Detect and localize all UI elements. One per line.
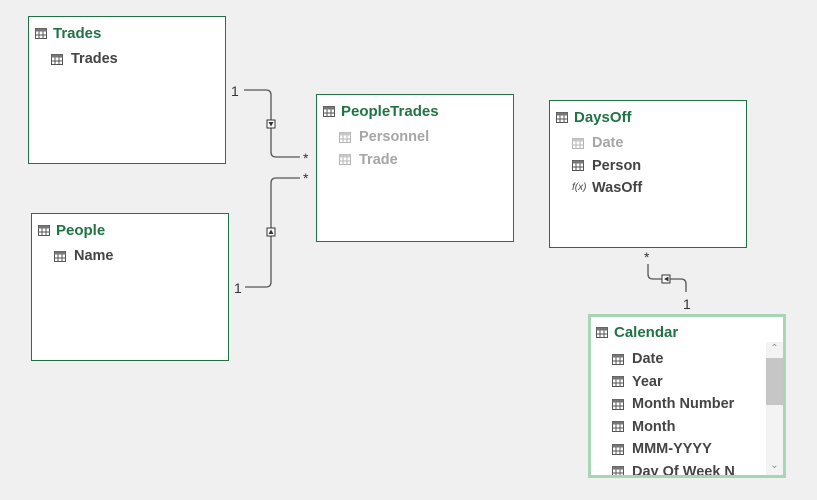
cardinality-one-label: 1 — [683, 296, 691, 312]
field-list: Date Year Month Number Month MMM-YYYY Da… — [612, 348, 735, 478]
table-column-icon — [51, 53, 63, 65]
field-label: Trades — [71, 51, 118, 68]
field-label: Trade — [359, 151, 398, 168]
field-label: Date — [632, 351, 664, 368]
table-column-icon — [339, 131, 351, 143]
field-label: Person — [592, 157, 642, 174]
table-card-trades[interactable]: Trades Trades — [28, 16, 226, 164]
field-list: Date Person f(x) WasOff — [572, 132, 642, 200]
field-list: Name — [54, 245, 114, 268]
field-row[interactable]: Personnel — [339, 126, 429, 149]
cardinality-one-label: 1 — [234, 280, 242, 296]
table-column-icon — [612, 398, 624, 410]
table-icon — [38, 224, 50, 236]
cardinality-many-label: * — [644, 249, 650, 265]
cardinality-many-label: * — [303, 150, 309, 166]
relationship-trades-peopletrades[interactable] — [244, 89, 300, 158]
table-card-people[interactable]: People Name — [31, 213, 229, 361]
table-column-icon — [339, 154, 351, 166]
field-label: Date — [592, 135, 624, 152]
calculated-column-icon: f(x) — [572, 182, 587, 194]
field-label: Name — [74, 248, 114, 265]
table-column-icon — [612, 376, 624, 388]
field-row[interactable]: Month — [612, 416, 735, 439]
table-column-icon — [572, 160, 584, 172]
field-label: MMM-YYYY — [632, 441, 712, 458]
table-column-icon — [612, 443, 624, 455]
field-row[interactable]: Month Number — [612, 393, 735, 416]
table-title: Calendar — [614, 323, 679, 341]
scroll-up-arrow-icon[interactable]: ⌃ — [770, 343, 779, 354]
field-row[interactable]: Person — [572, 155, 642, 178]
relationship-people-peopletrades[interactable] — [245, 177, 300, 288]
cardinality-many-label: * — [303, 170, 309, 186]
table-card-header[interactable]: Calendar — [596, 322, 678, 342]
table-column-icon — [612, 466, 624, 475]
field-label: Month Number — [632, 396, 735, 413]
field-label: Month — [632, 418, 676, 435]
field-row[interactable]: Date — [612, 348, 735, 371]
table-title: People — [56, 221, 106, 239]
table-icon — [596, 326, 608, 338]
field-label: Personnel — [359, 129, 430, 146]
cardinality-one-label: 1 — [231, 83, 239, 99]
table-column-icon — [54, 250, 66, 262]
field-row[interactable]: Date — [572, 132, 642, 155]
table-icon — [323, 105, 335, 117]
table-title: DaysOff — [574, 108, 632, 126]
table-card-daysoff[interactable]: DaysOff Date Person f(x) WasOff — [549, 100, 747, 248]
field-row[interactable]: Trades — [51, 48, 118, 71]
table-card-header[interactable]: DaysOff — [556, 107, 632, 127]
field-row[interactable]: Day Of Week N — [612, 461, 735, 478]
table-card-header[interactable]: People — [38, 220, 105, 240]
table-card-calendar[interactable]: Calendar Date Year Month Number Month MM… — [588, 314, 786, 478]
field-label: WasOff — [592, 180, 643, 197]
table-card-peopletrades[interactable]: PeopleTrades Personnel Trade — [316, 94, 514, 242]
field-list: Personnel Trade — [339, 126, 429, 171]
table-column-icon — [612, 421, 624, 433]
field-row[interactable]: MMM-YYYY — [612, 438, 735, 461]
scroll-down-arrow-icon[interactable]: ⌄ — [770, 460, 779, 471]
scroll-thumb[interactable] — [766, 358, 783, 405]
table-card-header[interactable]: Trades — [35, 23, 101, 43]
field-row[interactable]: Name — [54, 245, 114, 268]
field-label: Year — [632, 373, 663, 390]
table-icon — [556, 111, 568, 123]
relationship-calendar-daysoff[interactable] — [647, 264, 687, 292]
vertical-scrollbar[interactable]: ⌃ ⌄ — [766, 342, 783, 475]
table-icon — [35, 27, 47, 39]
table-title: PeopleTrades — [341, 102, 439, 120]
table-column-icon — [612, 353, 624, 365]
field-list: Trades — [51, 48, 118, 71]
field-row[interactable]: Year — [612, 371, 735, 394]
table-title: Trades — [53, 24, 102, 42]
field-row[interactable]: f(x) WasOff — [572, 177, 642, 200]
table-column-icon — [572, 137, 584, 149]
table-card-header[interactable]: PeopleTrades — [323, 101, 439, 121]
field-row[interactable]: Trade — [339, 149, 429, 172]
field-label: Day Of Week N — [632, 463, 735, 478]
